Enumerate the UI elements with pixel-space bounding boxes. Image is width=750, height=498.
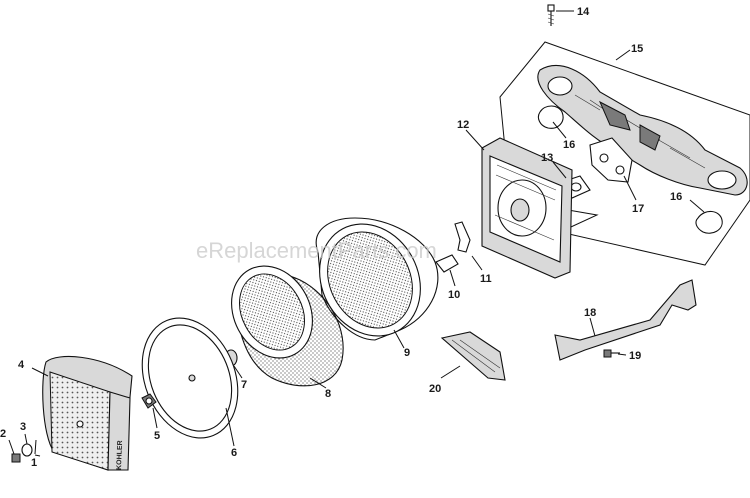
cover-plate-part-6 (141, 317, 239, 439)
callout-14: 14 (577, 6, 590, 18)
bracket-part-18 (554, 279, 697, 361)
callout-5: 5 (154, 430, 160, 442)
precleaner-part-8 (231, 265, 344, 387)
callout-16b: 16 (670, 191, 682, 203)
screw-part-2 (11, 453, 21, 463)
callout-17: 17 (632, 203, 644, 215)
leader-lines (8, 10, 705, 457)
wing-nut-part-5 (141, 393, 157, 409)
callout-1: 1 (31, 457, 37, 469)
gasket-part-16b (695, 210, 723, 234)
clip-part-11 (454, 221, 471, 253)
watermark-text: eReplacementParts.com (196, 238, 437, 263)
callout-3: 3 (20, 421, 26, 433)
screw-part-19 (603, 349, 620, 358)
callout-16a: 16 (563, 139, 575, 151)
gasket-part-16a (537, 105, 564, 129)
callout-13: 13 (541, 152, 553, 164)
manifold-part-15 (537, 65, 748, 196)
washer-part-3 (21, 443, 33, 457)
callout-10: 10 (448, 289, 460, 301)
callout-12: 12 (457, 119, 469, 131)
callout-20: 20 (429, 383, 441, 395)
bolt-part-14 (547, 4, 555, 26)
callout-6: 6 (231, 447, 237, 459)
air-cleaner-base-part-12 (481, 137, 573, 279)
callout-4: 4 (18, 359, 25, 371)
callout-7: 7 (241, 379, 247, 391)
clip-part-10 (435, 254, 459, 273)
callout-18: 18 (584, 307, 596, 319)
callout-15: 15 (631, 43, 643, 55)
callout-19: 19 (629, 350, 641, 362)
callout-9: 9 (404, 347, 410, 359)
cover-brand-text: KOHLER (116, 440, 124, 470)
outer-cover-part-4 (42, 356, 133, 471)
callout-2: 2 (0, 428, 6, 440)
callout-8: 8 (325, 388, 331, 400)
callout-11: 11 (480, 273, 492, 285)
filter-element-part-9 (315, 217, 439, 341)
